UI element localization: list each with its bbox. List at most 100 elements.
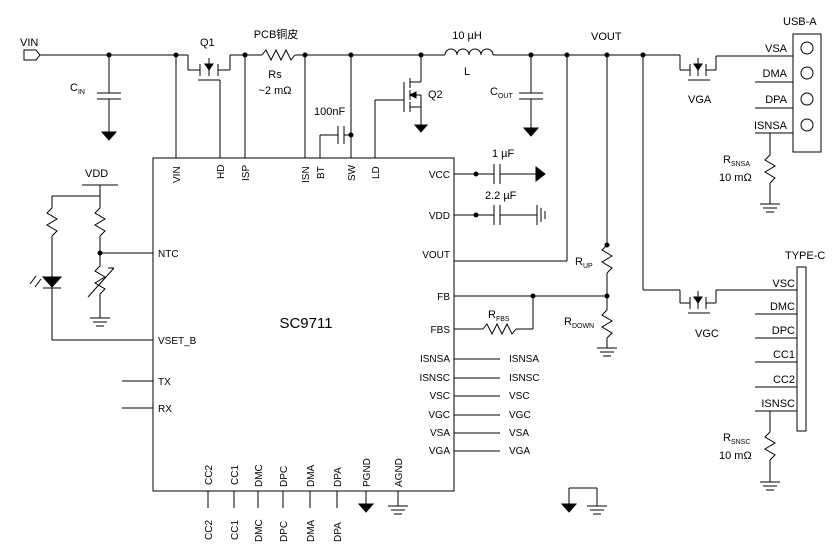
typec-pin-label: CC1	[773, 349, 795, 361]
usba-pin-label: VSA	[765, 43, 788, 55]
ntc-bias-resistor	[94, 207, 106, 237]
ic-right-pin: VGC	[428, 410, 450, 421]
vgc-mosfet	[679, 289, 755, 314]
bottom-net-label: DMC	[254, 519, 265, 542]
rfbs-label: RFBS	[488, 309, 510, 323]
ic-bottom-pin: DPC	[279, 466, 290, 487]
boot-capacitor	[319, 126, 351, 158]
ic-right-pin: VSA	[430, 428, 450, 439]
typec-connector	[796, 266, 807, 432]
q1-mosfet	[187, 55, 231, 158]
rsnsc-value: 10 mΩ	[719, 450, 752, 462]
typec-title: TYPE-C	[785, 250, 825, 262]
usba-pin-circle	[800, 66, 814, 80]
cin-capacitor	[97, 55, 121, 141]
vdd-ground	[536, 205, 546, 225]
q2-mosfet	[374, 55, 429, 158]
ic-left-pin: RX	[158, 404, 172, 415]
rsnsc-label: RSNSC	[723, 432, 750, 446]
right-net-label: VSA	[509, 428, 529, 439]
usba-pin-circle	[800, 118, 814, 132]
led-resistor	[46, 207, 58, 237]
ic-bottom-pin: CC2	[204, 465, 215, 485]
usba-connector	[792, 33, 822, 153]
usba-pin-circle	[800, 92, 814, 106]
rs-label: Rs	[268, 69, 282, 81]
ic-right-pin: VOUT	[422, 250, 450, 261]
rs-resistor	[261, 48, 296, 62]
led-diode	[29, 275, 63, 289]
ic-right-pin: VDD	[429, 211, 450, 222]
ic-right-pin: VGA	[429, 446, 450, 457]
ic-left-pin: NTC	[158, 249, 179, 260]
rup-resistor	[601, 244, 613, 274]
usba-title: USB-A	[783, 16, 817, 28]
ic-top-pin: SW	[347, 164, 358, 181]
usba-pin-label: ISNSA	[754, 120, 788, 132]
rdown-label: RDOWN	[564, 316, 594, 330]
ic-top-pin: BT	[316, 166, 327, 179]
ic-right-pin: ISNSA	[420, 354, 450, 365]
boot-cap-label: 100nF	[314, 106, 345, 118]
right-net-label: VSC	[509, 391, 530, 402]
usba-pin-label: DPA	[765, 94, 787, 106]
right-net-label: ISNSA	[509, 354, 539, 365]
typec-pin-label: ISNSC	[761, 398, 795, 410]
ic-right-pin: FBS	[431, 325, 451, 336]
pgnd-symbol	[357, 503, 375, 513]
ic-right-pin: ISNSC	[419, 373, 450, 384]
inductor-value: 10 µH	[452, 30, 482, 42]
right-net-label: VGC	[509, 410, 531, 421]
rdown-ground	[597, 347, 617, 357]
agnd-symbol	[388, 505, 408, 515]
rsnsc-ground	[760, 481, 780, 491]
ic-bottom-pin: DMA	[306, 464, 317, 487]
rdown-resistor	[601, 309, 613, 339]
bottom-net-label: DMA	[306, 519, 317, 542]
ic-left-pin: TX	[158, 377, 171, 388]
rsnsa-ground	[760, 203, 780, 213]
rsnsa-resistor	[764, 154, 776, 184]
usba-pin-label: DMA	[763, 68, 788, 80]
q1-label: Q1	[200, 37, 215, 49]
inductor	[444, 48, 494, 56]
ic-bottom-pin: AGND	[394, 458, 405, 487]
vcc-cap-label: 1 µF	[492, 148, 515, 160]
bottom-net-label: DPA	[333, 522, 344, 542]
ic-body	[152, 157, 455, 492]
rsnsa-label: RSNSA	[723, 154, 750, 168]
ic-right-pin: VSC	[429, 391, 450, 402]
vdd-cap-label: 2.2 µF	[485, 190, 517, 202]
ntc-thermistor	[94, 253, 106, 318]
vgc-label: VGC	[695, 328, 719, 340]
vout-label: VOUT	[591, 31, 622, 43]
ic-bottom-pin: DPA	[333, 467, 344, 487]
right-net-label: ISNSC	[509, 373, 540, 384]
ic-bottom-pin: DMC	[254, 464, 265, 487]
cin-label: CIN	[70, 82, 85, 96]
vga-label: VGA	[688, 94, 712, 106]
ic-top-pin: HD	[216, 165, 227, 179]
right-net-label: VGA	[509, 446, 530, 457]
bottom-net-label: CC1	[230, 520, 241, 540]
ic-right-pin: FB	[437, 292, 450, 303]
typec-pin-label: DMC	[770, 301, 795, 313]
ic-left-pin: VSET_B	[158, 336, 197, 347]
vin-port-symbol	[23, 49, 41, 61]
cout-capacitor	[519, 55, 543, 137]
usba-pin-circle	[800, 41, 814, 55]
ntc-ground	[90, 317, 110, 327]
ic-top-pin: ISP	[241, 165, 252, 181]
ic-top-pin: VIN	[172, 166, 183, 183]
q2-label: Q2	[428, 89, 443, 101]
bottom-net-label: DPC	[279, 521, 290, 542]
typec-pin-label: CC2	[773, 374, 795, 386]
ic-top-pin: ISN	[301, 166, 312, 183]
vcc-ground-arrow	[535, 165, 546, 183]
vin-label: VIN	[20, 37, 38, 49]
ic-bottom-pin: PGND	[362, 458, 373, 487]
typec-pin-label: DPC	[772, 325, 795, 337]
ground-tie	[560, 487, 607, 515]
ic-bottom-pin: CC1	[230, 465, 241, 485]
